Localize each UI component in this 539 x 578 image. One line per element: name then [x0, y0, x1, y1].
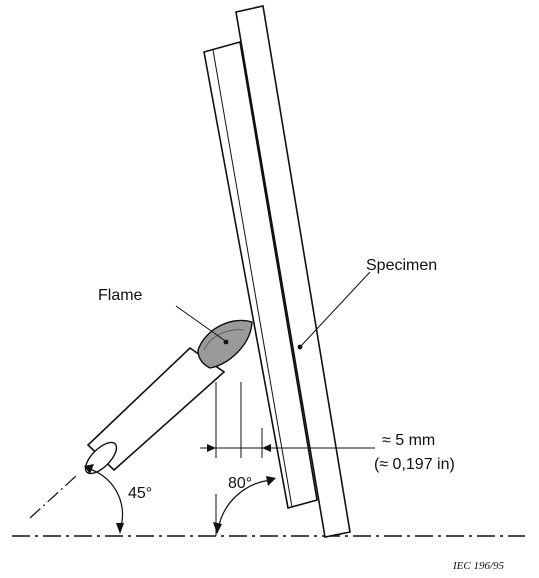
gap-in-label: (≈ 0,197 in)	[374, 456, 455, 473]
angle-80-arc	[213, 476, 276, 534]
specimen-angle-label: 80°	[228, 475, 252, 492]
angle-45-arc	[29, 464, 124, 534]
flame-shape	[197, 319, 253, 369]
specimen-label: Specimen	[366, 257, 437, 274]
burner-angle-label: 45°	[128, 485, 152, 502]
burner-tube	[84, 346, 226, 475]
specimen-front-plate	[235, 5, 351, 538]
flame-leader-line	[175, 305, 225, 341]
specimen-leader-line	[297, 271, 371, 350]
gap-dimension-line	[200, 444, 375, 452]
gap-mm-label: ≈ 5 mm	[382, 432, 435, 449]
figure-reference: IEC 196/95	[452, 560, 505, 572]
specimen-back-plate	[203, 40, 318, 510]
flame-label: Flame	[98, 287, 143, 304]
